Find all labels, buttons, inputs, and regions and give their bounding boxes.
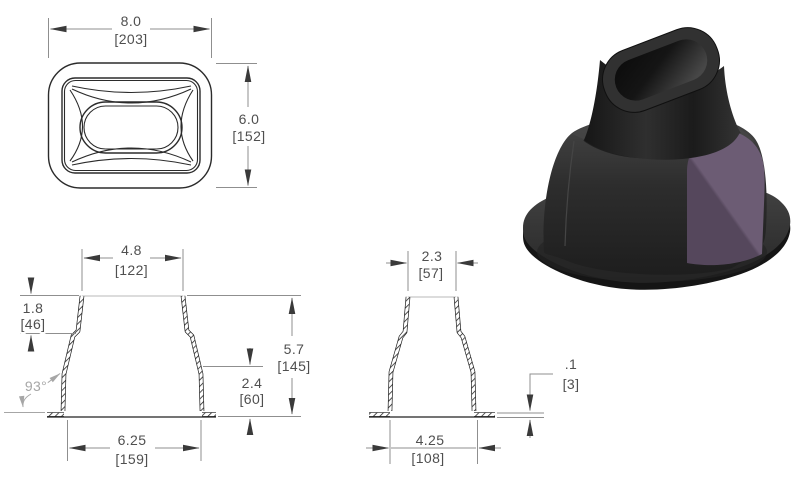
top-view-geometry [47, 62, 213, 189]
render-3d-isometric [523, 27, 791, 290]
top-view: 8.0 [203] 6.0 [152] [47, 11, 267, 189]
dim-value-mm: [46] [21, 316, 46, 332]
dim-value-in: 4.8 [121, 242, 142, 258]
surface-swoop-curves [69, 88, 194, 163]
dim-value-angle: 93° [25, 378, 47, 394]
leader-arrow [526, 373, 553, 412]
dim-value-mm: [57] [419, 265, 444, 281]
dim-value-mm: [203] [114, 31, 147, 47]
dim-value-in: .1 [565, 356, 577, 372]
dim-value-mm: [152] [232, 128, 265, 144]
dim-value-in: 4.25 [416, 432, 445, 448]
dim-value-in: 2.3 [422, 248, 443, 264]
opening-outline-outer [79, 101, 183, 154]
dim-front-base-width: 6.25 [159] [67, 420, 202, 469]
dim-value-in: 6.25 [118, 432, 147, 448]
dim-side-flange-thickness: .1 [3] [497, 354, 581, 438]
dim-value-mm: [159] [115, 451, 148, 467]
angle-arc-arrow [18, 393, 32, 408]
opening-outline-inner [83, 105, 179, 150]
dim-top-view-width: 8.0 [203] [48, 11, 212, 58]
dim-top-view-height: 6.0 [152] [216, 63, 267, 188]
dim-value-in: 6.0 [239, 111, 260, 127]
dim-front-draft-angle: 93° [4, 373, 61, 413]
dim-value-in: 1.8 [23, 300, 44, 316]
dim-value-mm: [122] [115, 262, 148, 278]
dim-side-top-width: 2.3 [57] [386, 246, 478, 291]
neck-opening [614, 39, 708, 101]
surface-tangent-curves [71, 85, 192, 166]
dim-value-in: 5.7 [284, 341, 305, 357]
dim-value-mm: [145] [277, 358, 310, 374]
side-section-view: 2.3 [57] 4.25 [108] .1 [3] [366, 246, 581, 468]
dim-front-neck-height: 1.8 [46] [19, 277, 79, 352]
section-wall-hatch [47, 295, 216, 417]
end-face-purple [687, 130, 765, 266]
section-wall-outline [369, 296, 495, 417]
rim-outline-outer [61, 77, 201, 174]
front-section-view: 4.8 [122] 1.8 [46] 93° 6.25 [159] [4, 240, 312, 469]
dim-front-top-width: 4.8 [122] [81, 240, 184, 291]
section-wall-hatch [369, 296, 495, 417]
section-wall-outline [47, 295, 216, 417]
dim-value-mm: [3] [563, 376, 580, 392]
dim-value-in: 2.4 [242, 375, 263, 391]
front-crease-line [564, 140, 575, 247]
dim-side-base-width: 4.25 [108] [366, 420, 501, 468]
flange-outline [47, 62, 213, 189]
dim-front-lower-height: 2.4 [60] [203, 348, 266, 435]
neck-rim [602, 27, 720, 113]
leader-arrow [45, 373, 61, 385]
dim-value-mm: [60] [240, 391, 265, 407]
dim-value-in: 8.0 [121, 13, 142, 29]
rim-outline-inner [63, 79, 199, 172]
dim-front-overall-height: 5.7 [145] [187, 295, 312, 417]
dim-value-mm: [108] [411, 450, 444, 466]
